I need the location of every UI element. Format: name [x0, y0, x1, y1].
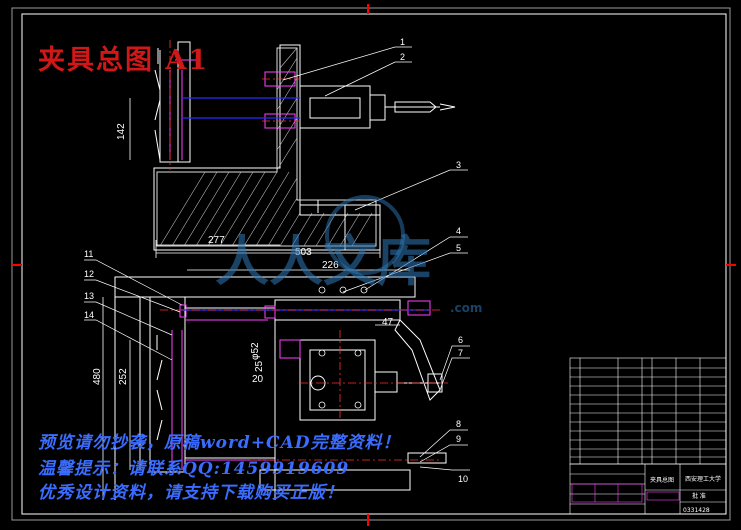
- school-name: 西安理工大学: [685, 475, 721, 483]
- dim-142: 142: [116, 123, 127, 140]
- dim-25: 25: [254, 360, 265, 372]
- part-leaders-top: [282, 46, 468, 211]
- dim-47: 47: [382, 317, 394, 328]
- part-tag-12: 12: [84, 269, 94, 279]
- center-lines-top: [169, 40, 300, 170]
- promo-line-1: 预览请勿抄袭，原稿word+CAD完整资料！: [38, 433, 401, 453]
- centering-marks: [12, 4, 736, 526]
- bolt-holes: [318, 286, 368, 409]
- approve-label: 批 准: [692, 492, 706, 500]
- part-tag-10: 10: [458, 474, 468, 484]
- center-lines-front: [160, 309, 448, 461]
- part-tag-13: 13: [84, 291, 94, 301]
- dim-480: 480: [92, 368, 103, 385]
- drawing-code: 0331428: [683, 507, 710, 514]
- part-tag-7: 7: [458, 348, 463, 358]
- dim-503: 503: [295, 247, 312, 258]
- part-tag-9: 9: [456, 434, 461, 444]
- part-tag-3: 3: [456, 160, 461, 170]
- front-dimension-lines: [102, 269, 410, 500]
- dim-252: 252: [118, 368, 129, 385]
- blue-studs: [182, 97, 300, 119]
- promo-line-2: 温馨提示：请联系QQ:1459919609: [38, 459, 350, 479]
- watermark-text: 人人文库: [215, 230, 431, 293]
- part-leaders-front: [84, 236, 470, 471]
- part-tag-1: 1: [400, 37, 405, 47]
- part-tag-8: 8: [456, 419, 461, 429]
- top-view: [153, 41, 456, 251]
- renrendoc-watermark: 人人文库 .com: [215, 195, 482, 315]
- part-tag-11: 11: [84, 249, 93, 259]
- promo-line-3: 优秀设计资料，请支持下载购买正版！: [38, 483, 344, 503]
- bill-of-materials: [569, 357, 727, 465]
- drawing-title-overlay: 夹具总图 A1: [38, 45, 210, 76]
- dim-phi52: φ52: [250, 342, 261, 360]
- drawing-name: 夹具总图: [650, 476, 674, 484]
- dim-20: 20: [252, 374, 264, 385]
- section-lines-front: [171, 300, 431, 470]
- part-tag-6: 6: [458, 335, 463, 345]
- top-dimension-lines: [129, 98, 381, 258]
- part-tag-2: 2: [400, 52, 405, 62]
- title-block-magenta: [571, 483, 680, 503]
- part-tag-5: 5: [456, 243, 461, 253]
- part-tag-4: 4: [456, 226, 461, 236]
- part-tag-14: 14: [84, 310, 94, 320]
- dim-277: 277: [208, 235, 225, 246]
- dim-226: 226: [322, 260, 339, 271]
- watermark-sub: .com: [450, 301, 482, 315]
